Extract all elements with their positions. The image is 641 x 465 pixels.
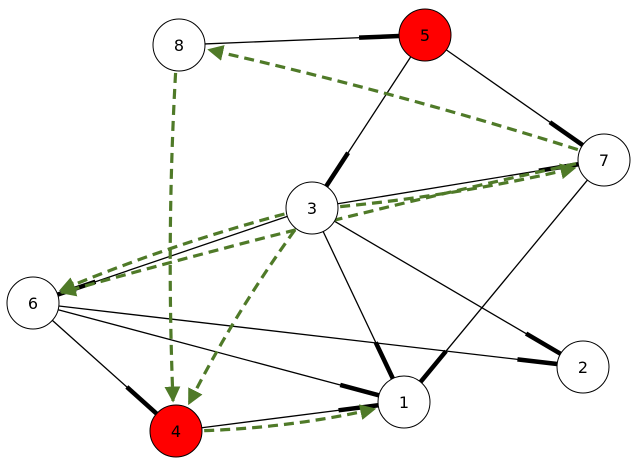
edge-3-6: [57, 215, 288, 296]
node-label-1: 1: [399, 393, 409, 412]
directed-edge-4-1: [204, 404, 377, 433]
node-circle-8: [152, 18, 206, 72]
node-label-3: 3: [307, 199, 317, 218]
directed-edge-3-4: [187, 229, 296, 406]
edge-6-2: [58, 305, 558, 365]
node-circle-3: [285, 181, 339, 235]
edge-end-marker-6-2: [517, 357, 558, 367]
directed-edges-layer: [58, 45, 579, 433]
edge-end-marker-3-1: [373, 341, 395, 380]
node-5: 5: [398, 8, 452, 62]
node-circle-5: [398, 8, 452, 62]
node-7: 7: [577, 133, 631, 187]
node-label-5: 5: [420, 26, 430, 45]
node-label-7: 7: [599, 151, 609, 170]
node-label-8: 8: [174, 36, 184, 55]
nodes-layer: 1 2 3 4 5 6 7 8: [6, 8, 631, 458]
edge-end-marker-6-4: [125, 385, 159, 416]
edge-end-marker-5-3: [324, 151, 350, 188]
node-label-6: 6: [28, 294, 38, 313]
node-label-4: 4: [171, 422, 181, 441]
node-2: 2: [556, 340, 610, 394]
edges-layer: [51, 33, 588, 429]
edge-3-2: [334, 220, 561, 355]
edge-end-marker-7-1: [418, 349, 448, 384]
node-circle-6: [6, 276, 60, 330]
edge-6-1: [57, 309, 380, 396]
directed-edge-8-4: [164, 72, 181, 403]
directed-edge-3-7: [339, 163, 577, 209]
node-6: 6: [6, 276, 60, 330]
edge-end-marker-5-7: [548, 120, 584, 147]
directed-edge-7-8: [207, 45, 579, 152]
node-label-2: 2: [578, 358, 588, 377]
edge-end-marker-3-2: [524, 331, 562, 356]
edge-7-1: [420, 179, 588, 383]
node-circle-7: [577, 133, 631, 187]
edge-end-marker-8-5: [358, 33, 400, 40]
node-circle-4: [149, 404, 203, 458]
node-3: 3: [285, 181, 339, 235]
node-4: 4: [149, 404, 203, 458]
node-circle-1: [377, 375, 431, 429]
edge-end-marker-6-1: [339, 382, 380, 398]
node-circle-2: [556, 340, 610, 394]
directed-edge-3-6: [58, 212, 285, 293]
node-1: 1: [377, 375, 431, 429]
node-8: 8: [152, 18, 206, 72]
